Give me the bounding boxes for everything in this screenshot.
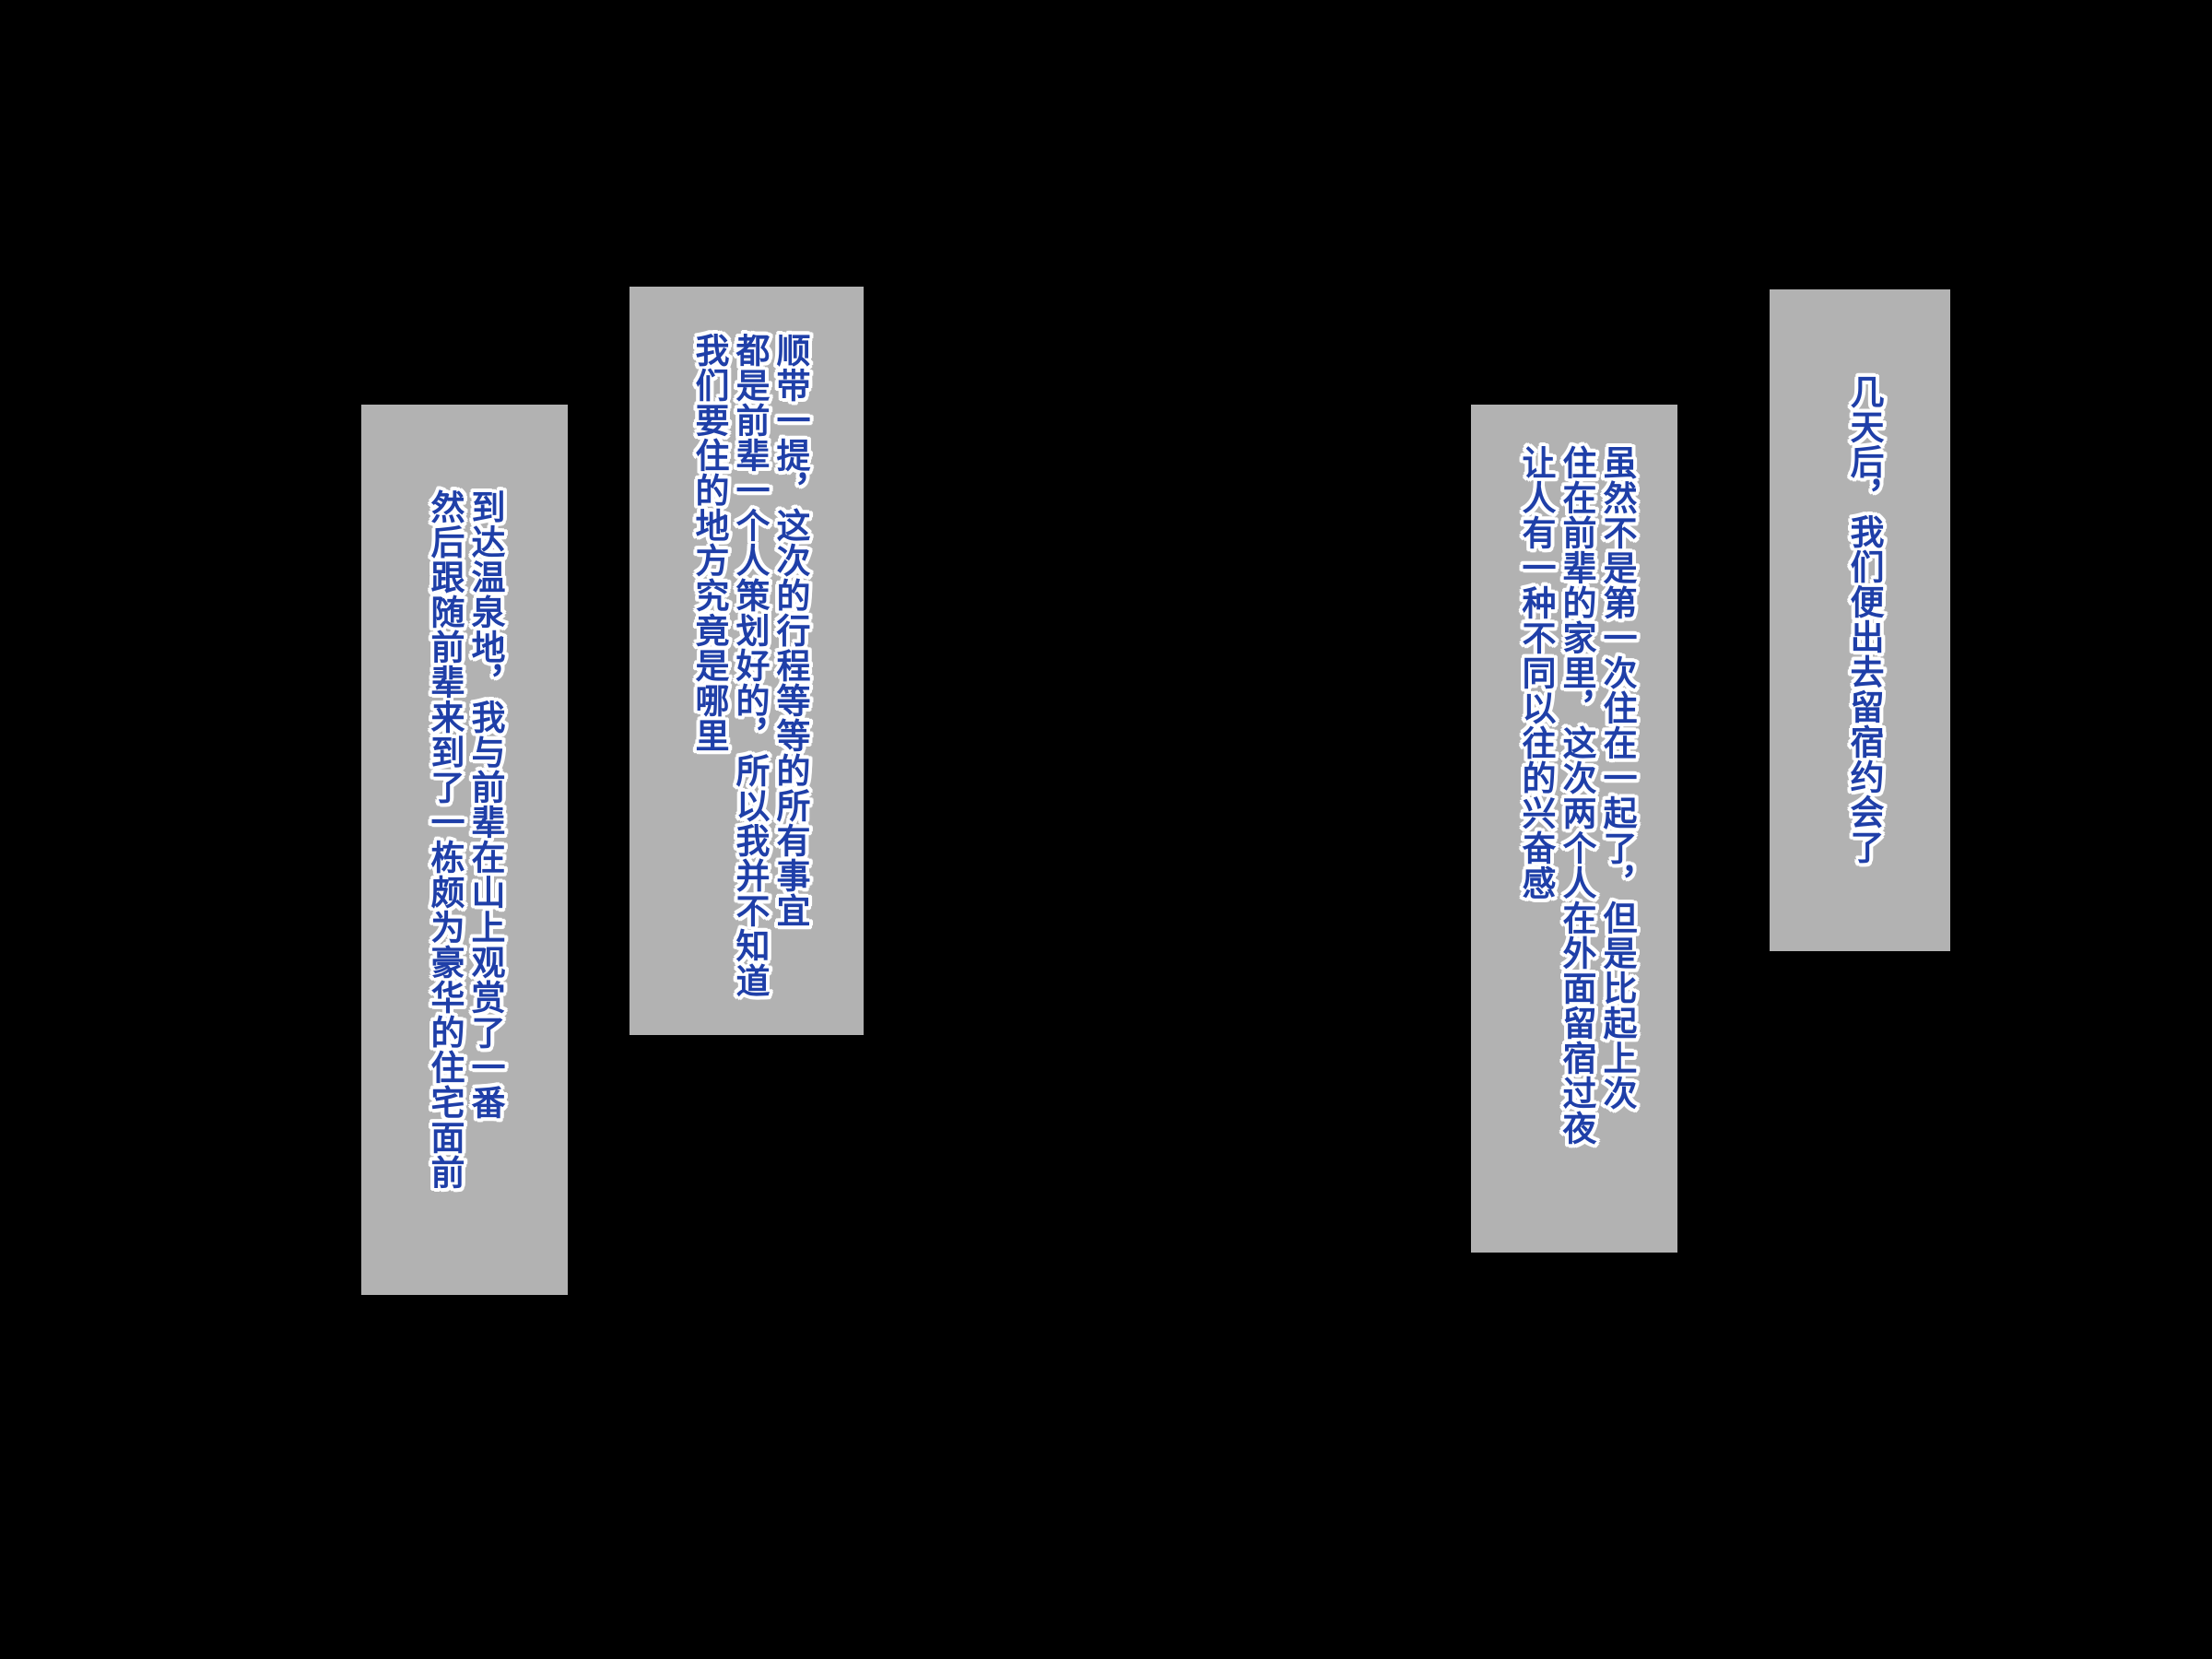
caption-panel-3: 虽然不是第一次住在一起了，但是比起上次 住在前辈的家里，这次两个人在外面留宿过夜… xyxy=(1471,405,1677,1253)
caption-line: 我们要住的地方究竟是哪里 xyxy=(689,333,729,753)
caption-line: 都是前辈一个人策划好的，所以我并不知道 xyxy=(730,333,770,998)
caption-line: 顺带一提，这次的行程等等的所有事宜 xyxy=(771,333,810,928)
caption-panel-1: 到达温泉地，我与前辈在山上观赏了一番 然后跟随前辈来到了一栋颇为豪华的住宅面前 xyxy=(361,405,568,1295)
caption-line: 虽然不是第一次住在一起了，但是比起上次 xyxy=(1597,445,1637,1111)
caption-line: 几天后，我们便出去留宿约会了 xyxy=(1844,374,1884,865)
caption-panel-4: 几天后，我们便出去留宿约会了 xyxy=(1770,289,1950,951)
caption-line: 到达温泉地，我与前辈在山上观赏了一番 xyxy=(465,489,505,1120)
caption-line: 住在前辈的家里，这次两个人在外面留宿过夜 xyxy=(1557,445,1596,1146)
caption-panel-2: 顺带一提，这次的行程等等的所有事宜 都是前辈一个人策划好的，所以我并不知道 我们… xyxy=(629,287,864,1035)
caption-line: 让人有一种不同以往的兴奋感 xyxy=(1516,445,1556,900)
caption-line: 然后跟随前辈来到了一栋颇为豪华的住宅面前 xyxy=(425,489,465,1190)
